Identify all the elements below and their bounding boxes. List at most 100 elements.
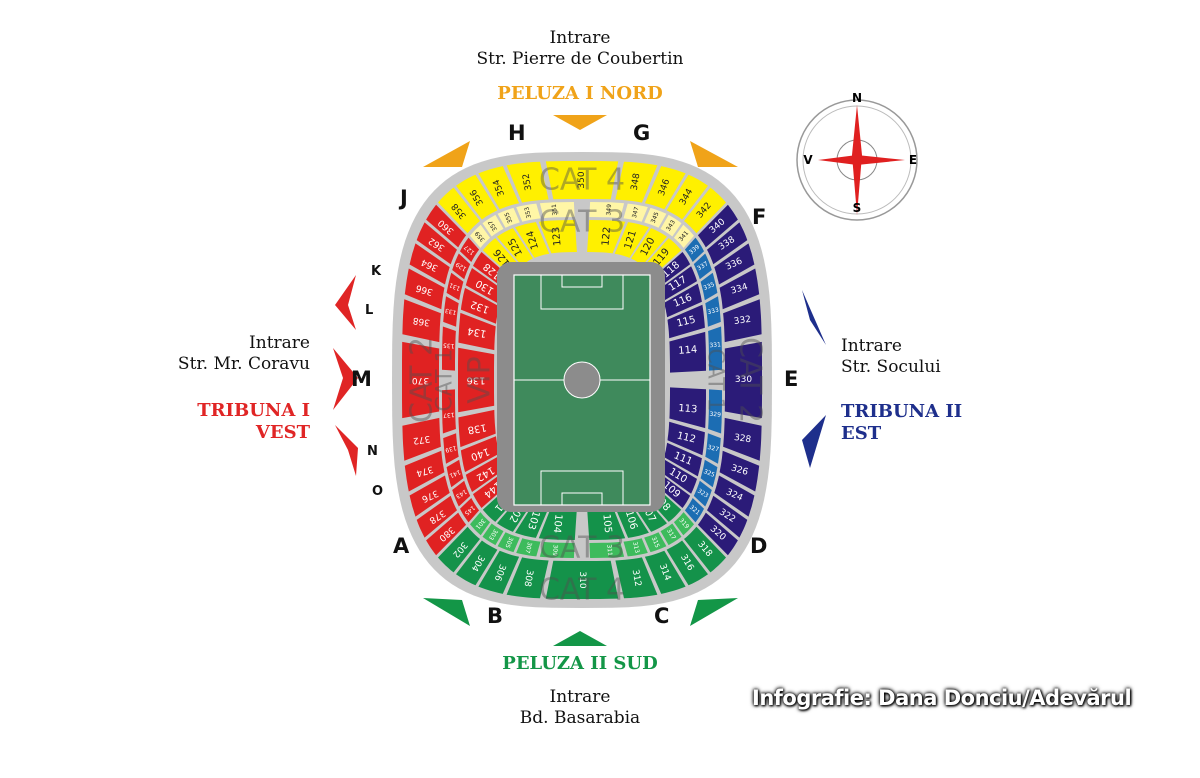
seat-section-328[interactable] (723, 417, 762, 461)
seat-section-308[interactable] (506, 557, 549, 599)
seat-section-307[interactable] (516, 538, 541, 557)
seat-section-313[interactable] (623, 538, 648, 557)
seat-section-301[interactable] (470, 512, 491, 536)
seat-section-353[interactable] (516, 203, 541, 222)
seat-section-374[interactable] (404, 450, 445, 492)
seat-section-330[interactable] (724, 341, 762, 419)
seat-section-334[interactable] (719, 268, 760, 310)
seat-section-120[interactable] (631, 228, 667, 266)
seat-section-135[interactable] (442, 326, 456, 371)
seat-section-329[interactable] (708, 389, 722, 434)
seat-section-355[interactable] (497, 207, 520, 228)
seat-section-317[interactable] (660, 523, 682, 546)
seat-section-306[interactable] (478, 550, 520, 594)
seat-section-115[interactable] (667, 304, 705, 339)
seat-section-140[interactable] (460, 436, 499, 473)
seat-section-138[interactable] (458, 409, 496, 448)
seat-section-326[interactable] (719, 450, 760, 492)
seat-section-309[interactable] (539, 541, 575, 558)
seat-section-320[interactable] (697, 512, 738, 556)
seat-section-336[interactable] (714, 243, 755, 285)
seat-section-314[interactable] (644, 550, 686, 594)
seat-section-342[interactable] (684, 187, 726, 234)
seat-section-315[interactable] (644, 532, 667, 553)
seat-section-344[interactable] (666, 174, 708, 220)
seat-section-356[interactable] (456, 174, 498, 220)
seat-section-352[interactable] (506, 161, 549, 203)
seat-section-321[interactable] (684, 498, 704, 523)
seat-section-380[interactable] (426, 512, 467, 556)
seat-section-304[interactable] (456, 540, 498, 586)
seat-section-341[interactable] (673, 224, 694, 248)
seat-section-332[interactable] (723, 299, 762, 343)
seat-section-372[interactable] (402, 417, 441, 461)
seat-section-339[interactable] (684, 237, 704, 262)
seat-section-131[interactable] (446, 272, 464, 301)
seat-section-125[interactable] (497, 228, 533, 266)
seat-section-105[interactable] (587, 506, 626, 540)
seat-section-134[interactable] (458, 312, 496, 351)
seat-section-112[interactable] (667, 421, 705, 456)
seat-section-362[interactable] (416, 222, 457, 265)
seat-section-303[interactable] (482, 523, 504, 546)
seat-section-133[interactable] (443, 296, 459, 327)
seat-section-110[interactable] (659, 459, 697, 494)
seat-section-323[interactable] (693, 480, 712, 507)
seat-section-114[interactable] (669, 331, 706, 373)
seat-section-346[interactable] (644, 166, 686, 210)
seat-section-337[interactable] (693, 253, 712, 280)
seat-section-364[interactable] (409, 243, 450, 285)
seat-section-318[interactable] (684, 526, 726, 573)
seat-section-322[interactable] (707, 495, 748, 538)
seat-section-145[interactable] (460, 498, 480, 523)
seat-section-136[interactable] (458, 347, 495, 413)
seat-section-305[interactable] (497, 532, 520, 553)
seat-section-351[interactable] (539, 202, 575, 219)
seat-section-340[interactable] (697, 204, 738, 248)
seat-section-327[interactable] (705, 433, 721, 464)
seat-section-319[interactable] (673, 512, 694, 536)
seat-section-348[interactable] (615, 161, 658, 203)
seat-section-141[interactable] (446, 459, 464, 488)
seat-section-123[interactable] (538, 220, 577, 254)
seat-section-143[interactable] (452, 480, 471, 507)
seat-section-347[interactable] (623, 203, 648, 222)
seat-section-104[interactable] (538, 506, 577, 540)
seat-section-113[interactable] (669, 387, 706, 429)
seat-section-333[interactable] (705, 296, 721, 327)
seat-section-137[interactable] (442, 389, 456, 434)
seat-section-122[interactable] (587, 220, 626, 254)
seat-section-139[interactable] (443, 433, 459, 464)
seat-section-376[interactable] (409, 475, 450, 517)
seat-section-343[interactable] (660, 214, 682, 237)
seat-section-116[interactable] (664, 283, 702, 318)
seat-section-368[interactable] (402, 299, 441, 343)
seat-section-357[interactable] (482, 214, 504, 237)
seat-section-310[interactable] (545, 560, 619, 599)
seat-section-359[interactable] (470, 224, 491, 248)
seat-section-130[interactable] (465, 268, 504, 305)
seat-section-132[interactable] (460, 287, 499, 324)
seat-section-345[interactable] (644, 207, 667, 228)
seat-section-142[interactable] (465, 455, 504, 492)
seat-section-338[interactable] (707, 222, 748, 265)
seat-section-124[interactable] (515, 222, 550, 258)
seat-section-366[interactable] (404, 268, 445, 310)
seat-section-302[interactable] (438, 526, 480, 573)
seat-section-350[interactable] (545, 161, 619, 200)
seat-section-324[interactable] (714, 475, 755, 517)
seat-section-331[interactable] (708, 326, 722, 371)
seat-section-312[interactable] (615, 557, 658, 599)
seat-section-335[interactable] (700, 272, 718, 301)
seat-section-358[interactable] (438, 187, 480, 234)
seat-section-316[interactable] (666, 540, 708, 586)
seat-section-378[interactable] (416, 495, 457, 538)
seat-section-127[interactable] (460, 237, 480, 262)
seat-section-117[interactable] (659, 266, 697, 301)
seat-section-325[interactable] (700, 459, 718, 488)
seat-section-121[interactable] (614, 222, 649, 258)
seat-section-311[interactable] (589, 541, 625, 558)
seat-section-129[interactable] (452, 253, 471, 280)
seat-section-111[interactable] (664, 442, 702, 477)
seat-section-370[interactable] (402, 341, 440, 419)
